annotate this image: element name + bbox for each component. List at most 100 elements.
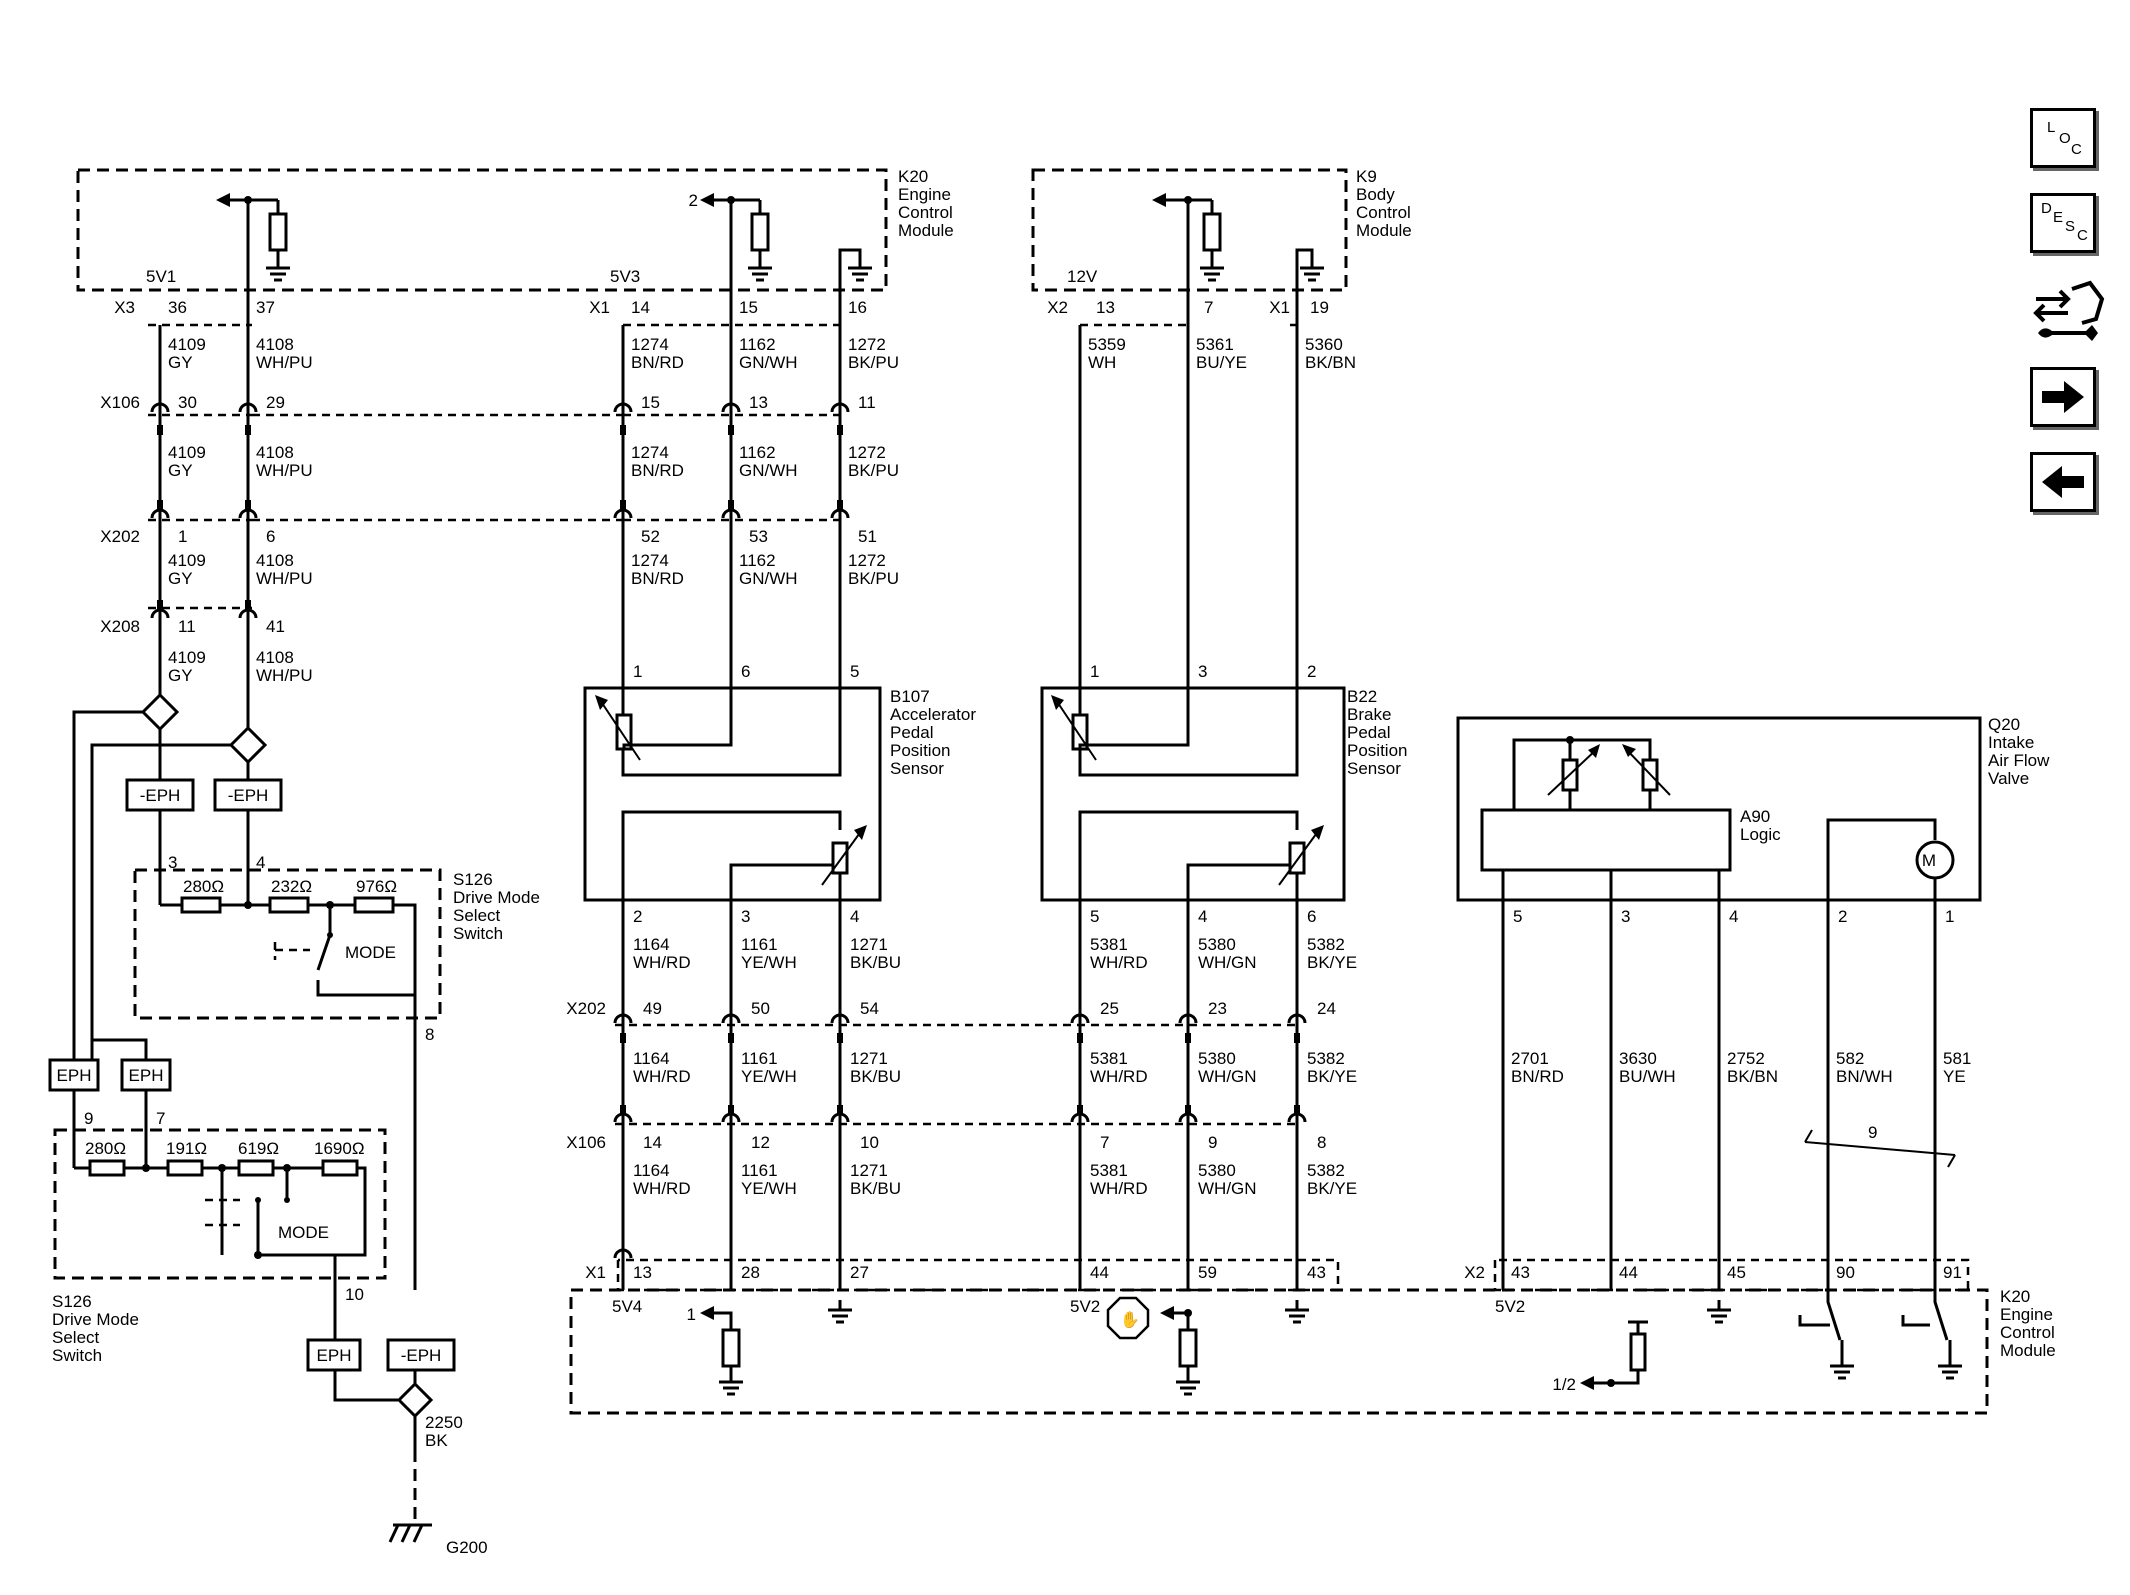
connector-wrench-icon[interactable] (2030, 277, 2106, 347)
wire-k20-a-1-line-1: GN/WH (739, 353, 798, 372)
wire-q20-4-line-1: YE (1943, 1067, 1966, 1086)
pin-b22-top-1: 3 (1198, 662, 1207, 681)
pin-b22-top-2: 2 (1307, 662, 1316, 681)
wire-left-c-1-line-0: 4108 (256, 551, 294, 570)
wire-left-a-1-line-0: 4108 (256, 335, 294, 354)
wire-sens-c-4-line-1: WH/GN (1198, 1179, 1257, 1198)
pin-b22-bottom-2: 6 (1307, 907, 1316, 926)
mode-label-top: MODE (345, 943, 396, 962)
s126-top-box (133, 868, 442, 1020)
k20-bottom-label-line-0: K20 (2000, 1287, 2030, 1306)
wire-sens-c-2-line-0: 1271 (850, 1161, 888, 1180)
neg-eph-box-3 (386, 1338, 456, 1372)
wire-left-d-1-line-0: 4108 (256, 648, 294, 667)
pin-k20-bottom-4: 59 (1198, 1263, 1217, 1282)
description-button[interactable]: D E S C (2030, 193, 2096, 253)
wire-sens-b-1-line-0: 1161 (741, 1049, 778, 1068)
location-button[interactable]: L O C (2030, 108, 2096, 168)
wire-sens-c-2-line-1: BK/BU (850, 1179, 901, 1198)
pin-s126-7: 7 (156, 1109, 165, 1128)
pin-s126-4: 4 (256, 853, 265, 872)
pin-x106-bottom-2: 10 (860, 1133, 879, 1152)
s126-top-label-line-2: Select (453, 906, 501, 925)
pin-x202-top-2: 52 (641, 527, 660, 546)
previous-page-button[interactable] (2030, 452, 2096, 512)
wire-left-c-0-line-1: GY (168, 569, 193, 588)
pin-k20-top-4: 16 (848, 298, 867, 317)
wire-k20-c-0-line-0: 1274 (631, 551, 669, 570)
pin-q20-2: 4 (1729, 907, 1738, 926)
pin-k20-top-3: 15 (739, 298, 758, 317)
resistor-191: 191Ω (166, 1139, 207, 1158)
wire-sens-b-4-line-1: WH/GN (1198, 1067, 1257, 1086)
k20-bottom-label-line-1: Engine (2000, 1305, 2053, 1324)
connector-x208: X208 (100, 617, 140, 636)
pin-k20-bottom-1: 28 (741, 1263, 760, 1282)
wire-sens-c-0-line-1: WH/RD (633, 1179, 691, 1198)
b22-label-line-4: Sensor (1347, 759, 1401, 778)
connector-x2-a: X2 (1047, 298, 1068, 317)
wire-q20-0-line-1: BN/RD (1511, 1067, 1564, 1086)
pin-x202-top-0: 1 (178, 527, 187, 546)
wire-sens-a-5-line-0: 5382 (1307, 935, 1345, 954)
wire-k20-b-0-line-1: BN/RD (631, 461, 684, 480)
connector-x1-b: X1 (1269, 298, 1290, 317)
wire-k20-a-0-line-0: 1274 (631, 335, 669, 354)
pin-k20-top-0: 36 (168, 298, 187, 317)
labels: K20EngineControlModuleK9BodyControlModul… (52, 167, 2056, 1557)
wire-left-b-0-line-1: GY (168, 461, 193, 480)
wire-k20-a-1-line-0: 1162 (739, 335, 776, 354)
wire-q20-2-line-0: 2752 (1727, 1049, 1765, 1068)
wire-sens-c-0-line-0: 1164 (633, 1161, 670, 1180)
connector-x202-bottom: X202 (566, 999, 606, 1018)
wire-sens-c-1-line-1: YE/WH (741, 1179, 797, 1198)
k9-label-line-2: Control (1356, 203, 1411, 222)
wire-q20-3-line-1: BN/WH (1836, 1067, 1893, 1086)
wire-sens-a-3-line-1: WH/RD (1090, 953, 1148, 972)
pin-s126-8: 8 (425, 1025, 434, 1044)
mode-label-bottom: MODE (278, 1223, 329, 1242)
wire-sens-b-5-line-1: BK/YE (1307, 1067, 1357, 1086)
neg-eph-label-1: -EPH (140, 786, 181, 805)
pin-x202-top-3: 53 (749, 527, 768, 546)
wire-k9-0-line-0: 5359 (1088, 335, 1126, 354)
wire-k20-c-2-line-0: 1272 (848, 551, 886, 570)
next-page-button[interactable] (2030, 367, 2096, 427)
wire-k9-1-line-1: BU/YE (1196, 353, 1247, 372)
pin-x202-top-4: 51 (858, 527, 877, 546)
wire-left-c-0-line-0: 4109 (168, 551, 206, 570)
wire-2250-line-1: BK (425, 1431, 448, 1450)
pin-x106-bottom-5: 8 (1317, 1133, 1326, 1152)
pin-s126-9: 9 (84, 1109, 93, 1128)
b107-label-line-4: Sensor (890, 759, 944, 778)
k20-top-label-line-3: Module (898, 221, 954, 240)
pin-k20-bottom-7: 44 (1619, 1263, 1638, 1282)
b107-label-line-0: B107 (890, 687, 930, 706)
pin-s126-3: 3 (168, 853, 177, 872)
pin-k9-2: 19 (1310, 298, 1329, 317)
wire-sens-a-1-line-1: YE/WH (741, 953, 797, 972)
s126-bottom-label-line-3: Switch (52, 1346, 102, 1365)
wire-sens-c-4-line-0: 5380 (1198, 1161, 1236, 1180)
pin-k20-bottom-5: 43 (1307, 1263, 1326, 1282)
wire-sens-b-1-line-1: YE/WH (741, 1067, 797, 1086)
wire-k20-c-0-line-1: BN/RD (631, 569, 684, 588)
wire-sens-b-5-line-0: 5382 (1307, 1049, 1345, 1068)
a90-label-line-1: Logic (1740, 825, 1781, 844)
pin-k20-bottom-0: 13 (633, 1263, 652, 1282)
pin-b22-bottom-0: 5 (1090, 907, 1099, 926)
loc-letter-l: L (2047, 119, 2056, 136)
wire-k20-a-2-line-1: BK/PU (848, 353, 899, 372)
ref-5v1: 5V1 (146, 267, 176, 286)
k20-bottom-label-line-2: Control (2000, 1323, 2055, 1342)
resistor-232: 232Ω (271, 877, 312, 896)
pin-x106-top-4: 11 (858, 393, 876, 412)
wire-k20-b-2-line-1: BK/PU (848, 461, 899, 480)
wire-sens-b-0-line-0: 1164 (633, 1049, 670, 1068)
pin-k20-bottom-6: 43 (1511, 1263, 1530, 1282)
b22-label-line-0: B22 (1347, 687, 1377, 706)
pin-x106-bottom-4: 9 (1208, 1133, 1217, 1152)
wire-sens-b-4-line-0: 5380 (1198, 1049, 1236, 1068)
eph-label-3: EPH (317, 1346, 352, 1365)
wire-q20-1-line-0: 3630 (1619, 1049, 1657, 1068)
